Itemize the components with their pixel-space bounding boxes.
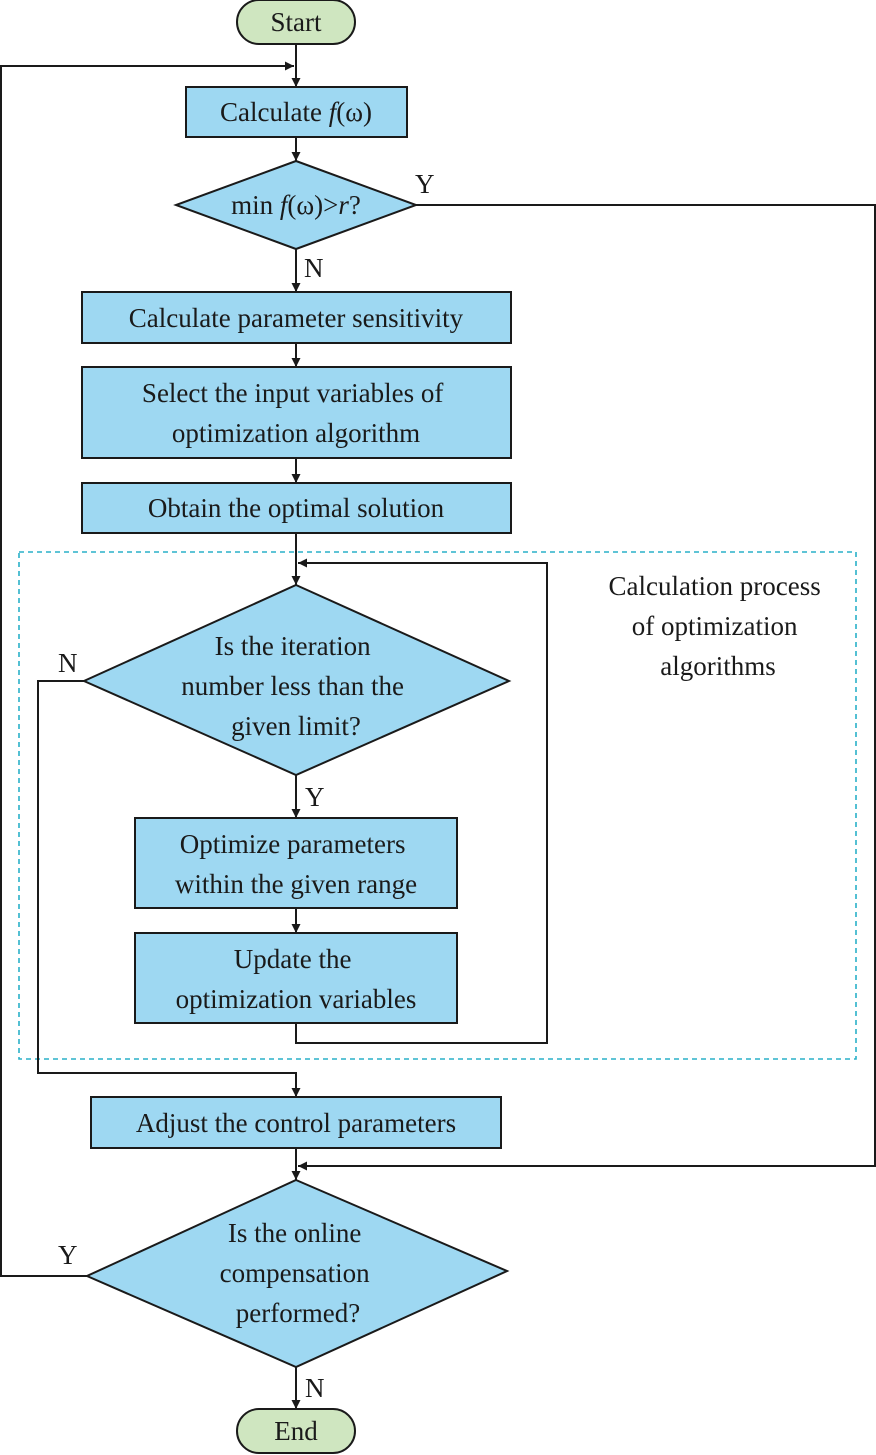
optimize-parameters-label: Optimize parameters within the given ran… xyxy=(175,829,417,899)
optimal-solution-label: Obtain the optimal solution xyxy=(148,493,445,523)
group-label: Calculation process of optimization algo… xyxy=(609,571,828,681)
start-node: Start xyxy=(236,0,356,45)
threshold-decision: min f(ω)>r? xyxy=(173,159,419,251)
adjust-parameters-box: Adjust the control parameters xyxy=(90,1096,502,1149)
connectors xyxy=(0,44,876,1409)
optimize-parameters-box: Optimize parameters within the given ran… xyxy=(134,817,458,909)
sensitivity-box: Calculate parameter sensitivity xyxy=(81,291,512,344)
update-variables-box: Update the optimization variables xyxy=(134,932,458,1024)
select-variables-label: Select the input variables of optimizati… xyxy=(142,378,450,448)
optimization-group-border xyxy=(18,551,857,1060)
start-label: Start xyxy=(271,7,322,37)
online-no-label: N xyxy=(305,1373,325,1403)
online-compensation-label: Is the online compensation performed? xyxy=(220,1218,377,1328)
update-variables-label: Update the optimization variables xyxy=(176,944,417,1014)
online-yes-label: Y xyxy=(58,1240,78,1270)
iteration-yes-label: Y xyxy=(305,782,325,812)
calculate-f-box: Calculate f(ω) xyxy=(185,86,408,138)
select-variables-box: Select the input variables of optimizati… xyxy=(81,366,512,459)
adjust-parameters-label: Adjust the control parameters xyxy=(136,1108,456,1138)
optimal-solution-box: Obtain the optimal solution xyxy=(81,482,512,534)
end-label: End xyxy=(274,1416,318,1446)
loop-update-to-iteration xyxy=(295,558,548,1044)
arrow-iteration-no-to-adjust xyxy=(37,680,301,1097)
iteration-no-label: N xyxy=(58,648,78,678)
threshold-no-label: N xyxy=(304,253,324,283)
arrow-decision-yes-to-online xyxy=(298,204,876,1171)
end-node: End xyxy=(236,1408,356,1454)
calculate-f-label: Calculate f(ω) xyxy=(220,97,372,127)
threshold-decision-label: min f(ω)>r? xyxy=(231,190,361,220)
threshold-yes-label: Y xyxy=(415,169,435,199)
loop-online-yes-to-calc xyxy=(0,61,294,1277)
iteration-decision: Is the iteration number less than the gi… xyxy=(81,583,512,777)
iteration-decision-label: Is the iteration number less than the gi… xyxy=(181,631,410,741)
sensitivity-label: Calculate parameter sensitivity xyxy=(129,303,464,333)
online-compensation-decision: Is the online compensation performed? xyxy=(84,1178,510,1369)
